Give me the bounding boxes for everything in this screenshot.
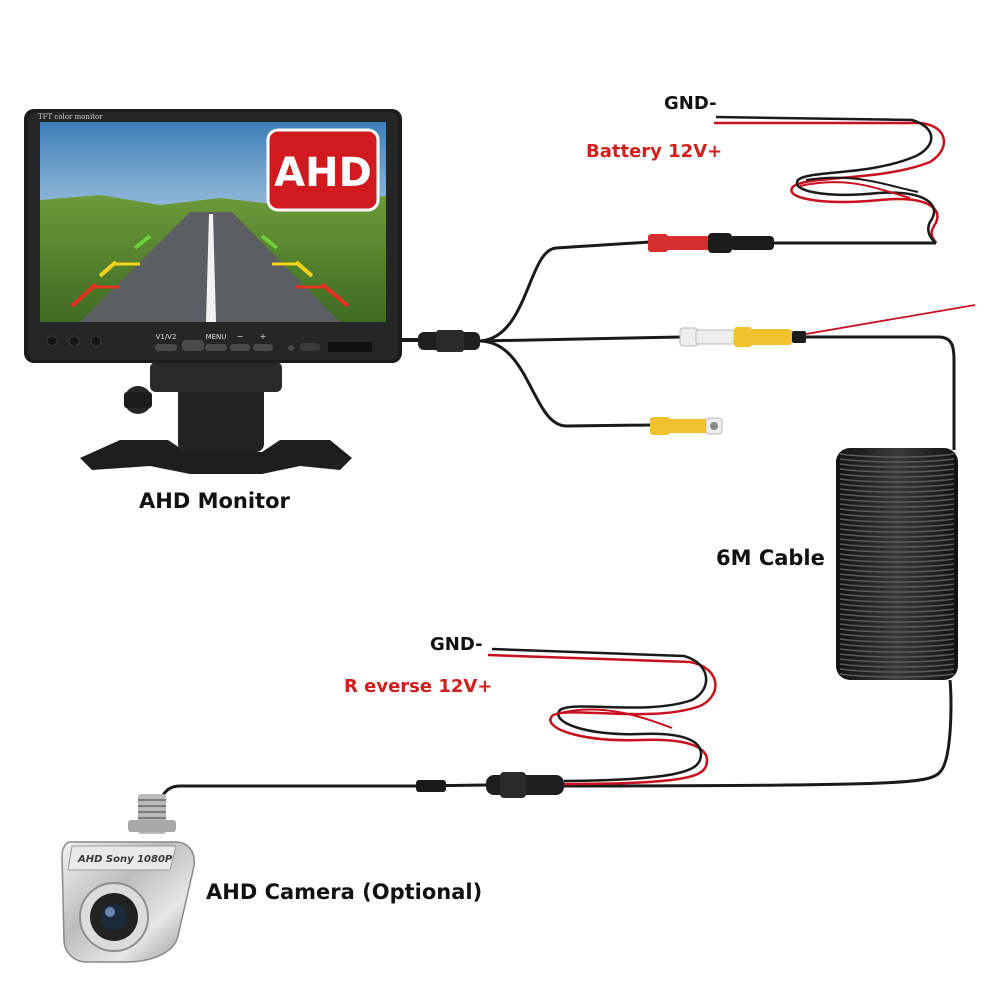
power-button[interactable] — [288, 345, 294, 351]
aux-rca-connector — [650, 417, 723, 435]
ahd-badge-text: AHD — [274, 150, 372, 196]
coil-ring — [839, 488, 955, 493]
button-mode[interactable] — [182, 340, 204, 351]
coil-ring — [839, 473, 955, 478]
coil-ring — [839, 628, 955, 633]
button-minus-label: − — [237, 332, 244, 341]
button-v1v2-label: V1/V2 — [156, 333, 177, 341]
coiled-cable — [599, 448, 958, 788]
reverse-wires — [487, 647, 717, 786]
button-plus-label: + — [260, 332, 267, 341]
coil-ring — [839, 638, 955, 643]
reverse-gnd-label: GND- — [430, 634, 483, 655]
monitor-brand-text: TFT color monitor — [38, 113, 103, 121]
coil-ring — [839, 533, 955, 538]
button-plus[interactable] — [253, 344, 273, 351]
coil-ring — [839, 553, 955, 558]
coil-ring — [839, 603, 955, 608]
button-menu[interactable] — [205, 344, 227, 351]
coil-ring — [839, 538, 955, 543]
coil-ring — [839, 658, 955, 663]
coil-ring — [839, 578, 955, 583]
button-menu-label: MENU — [206, 333, 227, 341]
camera-label: AHD Camera (Optional) — [206, 880, 483, 904]
coil-ring — [839, 613, 955, 618]
battery-label: Battery 12V+ — [586, 141, 723, 162]
coil-ring — [839, 673, 955, 678]
harness-branch-video — [479, 335, 683, 343]
harness-branch-aux — [479, 339, 653, 428]
coil-ring — [839, 503, 955, 508]
button-minus[interactable] — [230, 344, 250, 351]
coil-ring — [839, 653, 955, 658]
monitor-label: AHD Monitor — [139, 489, 290, 513]
coil-ring — [839, 498, 955, 503]
monitor-led — [46, 335, 58, 347]
coil-ring — [839, 568, 955, 573]
coil-ring — [839, 493, 955, 498]
coil-ring — [839, 563, 955, 568]
coil-ring — [839, 663, 955, 668]
coil-ring — [839, 518, 955, 523]
ahd-badge — [266, 128, 380, 212]
coil-ring — [839, 623, 955, 628]
coil-ring — [839, 543, 955, 548]
coil-ring — [839, 463, 955, 468]
coil-ring — [839, 573, 955, 578]
coil-ring — [839, 548, 955, 553]
stand-knob — [124, 386, 152, 414]
coil-ring — [839, 513, 955, 518]
cable-label: 6M Cable — [716, 546, 825, 570]
ahd-camera: AHD Sony 1080P — [61, 794, 196, 963]
coil-ring — [839, 558, 955, 563]
coil-ring — [839, 583, 955, 588]
monitor-stand-neck — [178, 380, 264, 452]
camera-lens — [101, 904, 127, 930]
coil-ring — [839, 593, 955, 598]
video-connector — [679, 304, 976, 450]
coil-ring — [839, 598, 955, 603]
camera-engraving: AHD Sony 1080P — [77, 854, 173, 865]
coil-ring — [839, 633, 955, 638]
power-gnd-label: GND- — [664, 93, 717, 114]
coil-ring — [839, 608, 955, 613]
coil-ring — [839, 468, 955, 473]
power-connector — [648, 233, 936, 253]
coil-ring — [839, 478, 955, 483]
button-v1v2[interactable] — [155, 344, 177, 351]
monitor-stand-base — [80, 440, 352, 474]
coil-ring — [839, 483, 955, 488]
coil-ring — [839, 618, 955, 623]
camera-cable — [158, 772, 600, 807]
harness-branch-power — [479, 240, 651, 343]
coil-ring — [839, 458, 955, 463]
coil-ring — [839, 648, 955, 653]
coil-ring — [839, 523, 955, 528]
ahd-monitor: AHD TFT color monitor V1/V2 MENU − + — [24, 109, 402, 474]
coil-ring — [839, 643, 955, 648]
coil-ring — [839, 528, 955, 533]
reverse-label: R everse 12V+ — [344, 676, 493, 697]
coil-ring — [839, 668, 955, 673]
ir-window — [328, 342, 372, 352]
power-wires — [714, 115, 946, 244]
power-indicator — [300, 343, 320, 351]
coil-ring — [839, 453, 955, 458]
monitor-harness — [402, 240, 683, 428]
monitor-controls: V1/V2 MENU − + — [46, 332, 372, 352]
coil-ring — [839, 508, 955, 513]
coil-ring — [839, 588, 955, 593]
